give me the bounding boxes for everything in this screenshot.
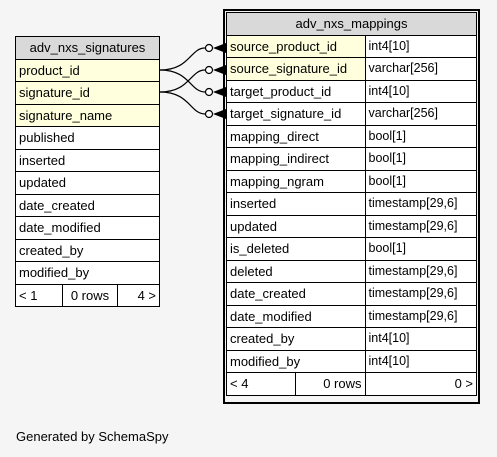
crowfoot-circle-marker — [204, 109, 214, 119]
crowfoot-circle-marker — [204, 43, 214, 53]
column-type: int4[10] — [364, 349, 477, 373]
column-name[interactable]: mapping_direct — [226, 124, 366, 148]
crowfoot-circle-marker — [204, 65, 214, 75]
crowfoot-circle-marker — [204, 87, 214, 97]
column-name[interactable]: created_by — [226, 327, 366, 351]
parents-count[interactable]: < 4 — [227, 373, 296, 395]
column-type: int4[10] — [364, 79, 477, 103]
column-row[interactable]: modified_by — [15, 261, 160, 285]
row-count: 0 rows — [62, 283, 118, 307]
column-name[interactable]: modified_by — [226, 349, 366, 373]
column-type: timestamp[29,6] — [364, 214, 477, 238]
relationship-line — [159, 69, 206, 93]
crowfoot-arrow-marker — [213, 109, 226, 119]
column-row[interactable]: created_by — [15, 238, 160, 262]
column-name[interactable]: date_modified — [226, 304, 366, 328]
crowfoot-arrow-marker — [213, 65, 226, 75]
column-name[interactable]: target_signature_id — [226, 102, 366, 126]
key-column-row[interactable]: signature_name — [15, 103, 160, 127]
key-column-name[interactable]: source_signature_id — [226, 57, 366, 81]
column-name[interactable]: inserted — [226, 192, 366, 216]
column-type: bool[1] — [364, 169, 477, 193]
row-count: 0 rows — [323, 376, 362, 392]
table-title[interactable]: adv_nxs_mappings — [226, 12, 477, 36]
children-count[interactable]: 4 > — [117, 283, 160, 307]
column-row[interactable]: inserted — [15, 148, 160, 172]
column-name[interactable]: target_product_id — [226, 79, 366, 103]
column-name[interactable]: date_created — [226, 282, 366, 306]
column-name[interactable]: mapping_indirect — [226, 147, 366, 171]
column-type: bool[1] — [364, 237, 477, 261]
column-row[interactable]: updated — [15, 171, 160, 195]
relationship-line — [159, 91, 206, 115]
parents-count[interactable]: < 1 — [15, 283, 63, 307]
column-type: varchar[256] — [364, 102, 477, 126]
relationship-line — [159, 47, 206, 71]
column-name[interactable]: is_deleted — [226, 237, 366, 261]
key-column-name[interactable]: source_product_id — [226, 34, 366, 58]
column-name[interactable]: mapping_ngram — [226, 169, 366, 193]
column-type: int4[10] — [364, 34, 477, 58]
column-type: varchar[256] — [364, 57, 477, 81]
key-column-row[interactable]: signature_id — [15, 81, 160, 105]
relationship-line — [159, 69, 206, 93]
crowfoot-arrow-marker — [213, 87, 226, 97]
column-name[interactable]: deleted — [226, 259, 366, 283]
column-type: bool[1] — [364, 124, 477, 148]
column-name[interactable]: updated — [226, 214, 366, 238]
generated-by-text: Generated by SchemaSpy — [16, 429, 169, 444]
children-count[interactable]: 0 > — [364, 372, 477, 396]
column-type: timestamp[29,6] — [364, 304, 477, 328]
column-type: bool[1] — [364, 147, 477, 171]
key-column-row[interactable]: product_id — [15, 58, 160, 82]
crowfoot-arrow-marker — [213, 43, 226, 53]
column-row[interactable]: date_modified — [15, 216, 160, 240]
column-type: timestamp[29,6] — [364, 282, 477, 306]
column-type: timestamp[29,6] — [364, 192, 477, 216]
column-type: timestamp[29,6] — [364, 259, 477, 283]
column-type: int4[10] — [364, 327, 477, 351]
column-row[interactable]: date_created — [15, 193, 160, 217]
column-row[interactable]: published — [15, 126, 160, 150]
table-title[interactable]: adv_nxs_signatures — [15, 36, 160, 60]
